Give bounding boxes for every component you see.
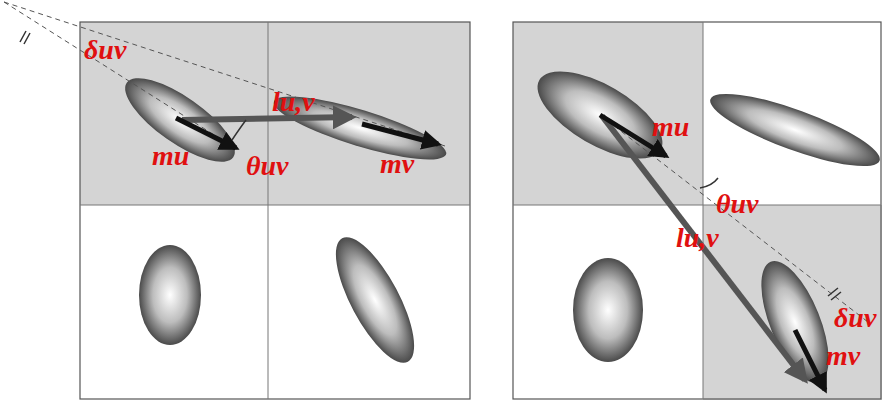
math-label: δuv [834, 304, 876, 332]
math-label: lu,v [676, 224, 719, 252]
math-label: mu [652, 113, 689, 141]
math-label: lu,v [272, 88, 315, 116]
math-label: θuv [716, 190, 759, 218]
math-label: mv [826, 342, 860, 370]
math-label: θuv [246, 152, 289, 180]
math-label: δuv [84, 36, 126, 64]
math-label: mu [152, 142, 189, 170]
math-label: mv [380, 150, 414, 178]
